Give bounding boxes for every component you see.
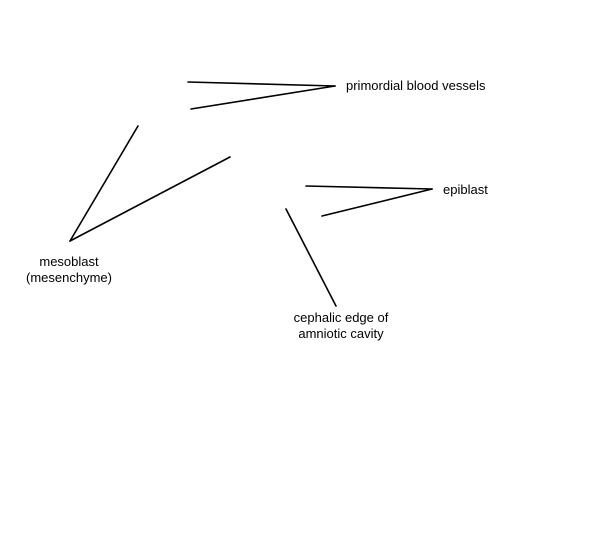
label-cephalic-line2: amniotic cavity: [298, 326, 384, 341]
mesoblast-leader-left: [69, 125, 139, 242]
label-mesoblast-line2: (mesenchyme): [26, 270, 112, 285]
epiblast-leader-upper: [305, 185, 433, 190]
primordial-leader-lower: [190, 85, 336, 110]
mesoblast-leader-right: [69, 156, 231, 242]
epiblast-leaders: [305, 185, 433, 217]
label-cephalic-edge: cephalic edge of amniotic cavity: [276, 310, 406, 342]
label-primordial-blood-vessels: primordial blood vessels: [346, 78, 486, 93]
label-cephalic-line1: cephalic edge of: [293, 310, 389, 325]
cephalic-edge-leaders: [285, 208, 337, 307]
primordial-leader-upper: [187, 81, 336, 87]
label-epiblast: epiblast: [443, 182, 488, 197]
primordial-blood-vessels-leaders: [187, 81, 336, 110]
epiblast-leader-lower: [321, 188, 433, 217]
label-mesoblast-line1: mesoblast: [39, 254, 99, 269]
label-mesoblast: mesoblast (mesenchyme): [16, 254, 122, 286]
mesoblast-leaders: [69, 125, 231, 242]
cephalic-leader: [285, 208, 337, 307]
